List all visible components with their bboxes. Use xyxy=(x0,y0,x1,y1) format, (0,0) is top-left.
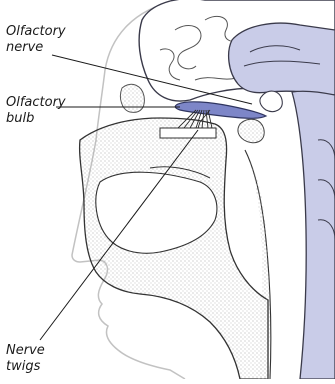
pituitary xyxy=(260,91,282,111)
olfactory-bulb-shape xyxy=(175,102,266,118)
label-olfactory-nerve: Olfactory nerve xyxy=(6,24,66,56)
inner-brain xyxy=(229,23,335,95)
label-olfactory-bulb-line1: Olfactory xyxy=(6,95,66,111)
label-nerve-twigs: Nerve twigs xyxy=(6,343,45,375)
sphenoid xyxy=(238,119,264,143)
label-olfactory-nerve-line2: nerve xyxy=(6,40,66,56)
label-olfactory-bulb-line2: bulb xyxy=(6,111,66,127)
label-olfactory-bulb: Olfactory bulb xyxy=(6,95,66,127)
brainstem xyxy=(292,91,335,379)
olfactory-epithelium xyxy=(160,128,216,138)
label-olfactory-nerve-line1: Olfactory xyxy=(6,24,66,40)
label-nerve-twigs-line2: twigs xyxy=(6,359,45,375)
label-nerve-twigs-line1: Nerve xyxy=(6,343,45,359)
nasal-bone xyxy=(120,84,144,112)
